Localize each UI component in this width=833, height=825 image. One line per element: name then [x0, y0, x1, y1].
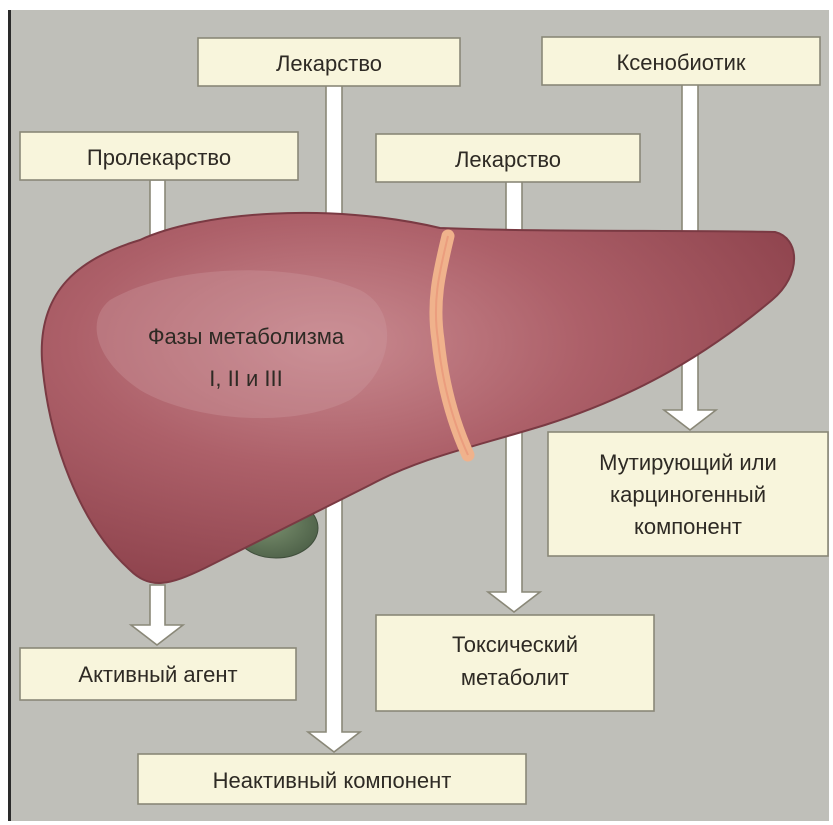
- label-active-agent: Активный агент: [78, 662, 237, 687]
- left-border: [8, 10, 11, 821]
- label-toxic-line2: метаболит: [461, 665, 569, 690]
- label-xenobiotic: Ксенобиотик: [616, 50, 745, 75]
- label-liver-phase-numbers: I, II и III: [209, 366, 282, 391]
- label-mutagen-line2: карциногенный: [610, 482, 766, 507]
- label-mutagen-line1: Мутирующий или: [599, 450, 777, 475]
- label-mutagen-line3: компонент: [634, 514, 742, 539]
- label-toxic-line1: Токсический: [452, 632, 578, 657]
- label-liver-phases: Фазы метаболизма: [148, 324, 345, 349]
- label-drug-1: Лекарство: [276, 51, 382, 76]
- label-prodrug: Пролекарство: [87, 145, 231, 170]
- box-toxic-metabolite: [376, 615, 654, 711]
- label-drug-2: Лекарство: [455, 147, 561, 172]
- label-inactive-component: Неактивный компонент: [213, 768, 452, 793]
